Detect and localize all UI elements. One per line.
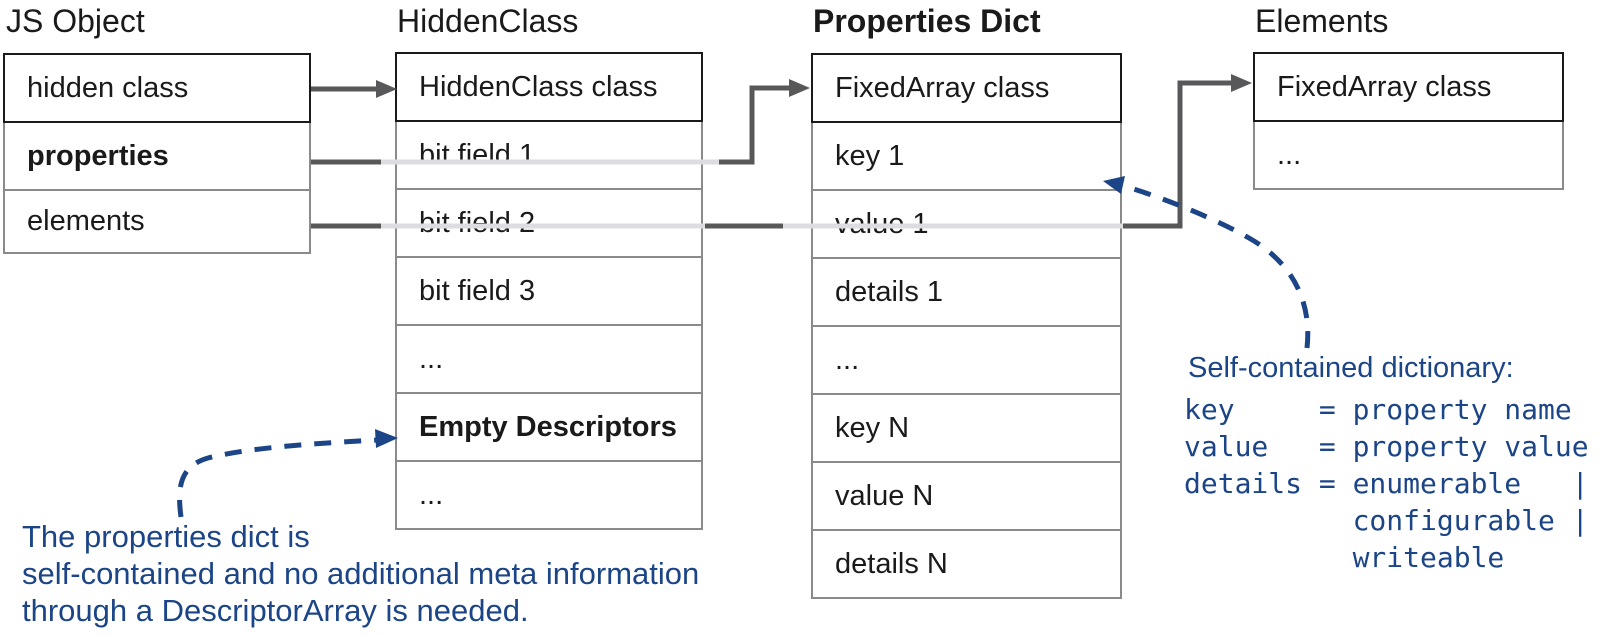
note-arrow-empty-descriptors xyxy=(177,437,379,518)
table-row: bit field 1 xyxy=(395,120,703,190)
note-self-contained-dictionary: Self-contained dictionary: key = propert… xyxy=(1184,350,1589,576)
properties-pointer-elbow xyxy=(719,85,792,165)
arrowhead-icon xyxy=(789,79,810,97)
column-title-properties-dict: Properties Dict xyxy=(813,3,1041,39)
js-object-table: hidden class properties elements xyxy=(3,53,311,254)
table-row: value 1 xyxy=(811,189,1122,259)
table-row: hidden class xyxy=(3,53,311,123)
table-row: FixedArray class xyxy=(1253,52,1564,122)
table-row: FixedArray class xyxy=(811,53,1122,123)
note-arrow-dictionary xyxy=(1123,183,1311,349)
table-row: ... xyxy=(811,325,1122,395)
note-line: self-contained and no additional meta in… xyxy=(22,556,700,591)
table-row: bit field 3 xyxy=(395,256,703,326)
column-title-js-object: JS Object xyxy=(6,3,145,39)
table-row: ... xyxy=(395,460,703,530)
note-line: The properties dict is xyxy=(22,519,310,554)
table-row: ... xyxy=(395,324,703,394)
table-row: details N xyxy=(811,529,1122,599)
table-row: ... xyxy=(1253,120,1564,190)
table-row: properties xyxy=(3,121,311,191)
table-row: elements xyxy=(3,189,311,254)
table-row: HiddenClass class xyxy=(395,52,703,122)
note-line: through a DescriptorArray is needed. xyxy=(22,593,529,628)
column-title-elements: Elements xyxy=(1255,3,1389,39)
note-code-block: key = property name value = property val… xyxy=(1184,393,1589,574)
hiddenclass-table: HiddenClass class bit field 1 bit field … xyxy=(395,52,703,530)
arrowhead-icon xyxy=(376,80,397,98)
table-row: key 1 xyxy=(811,121,1122,191)
elements-pointer-elbow xyxy=(1123,80,1234,229)
note-properties-dict: The properties dict is self-contained an… xyxy=(22,518,699,629)
note-heading: Self-contained dictionary: xyxy=(1188,352,1514,384)
table-row: bit field 2 xyxy=(395,188,703,258)
table-row: value N xyxy=(811,461,1122,531)
column-title-hiddenclass: HiddenClass xyxy=(397,3,579,39)
elements-table: FixedArray class ... xyxy=(1253,52,1564,190)
properties-dict-table: FixedArray class key 1 value 1 details 1… xyxy=(811,53,1122,599)
table-row: key N xyxy=(811,393,1122,463)
table-row: details 1 xyxy=(811,257,1122,327)
arrowhead-icon xyxy=(1231,74,1252,92)
table-row: Empty Descriptors xyxy=(395,392,703,462)
